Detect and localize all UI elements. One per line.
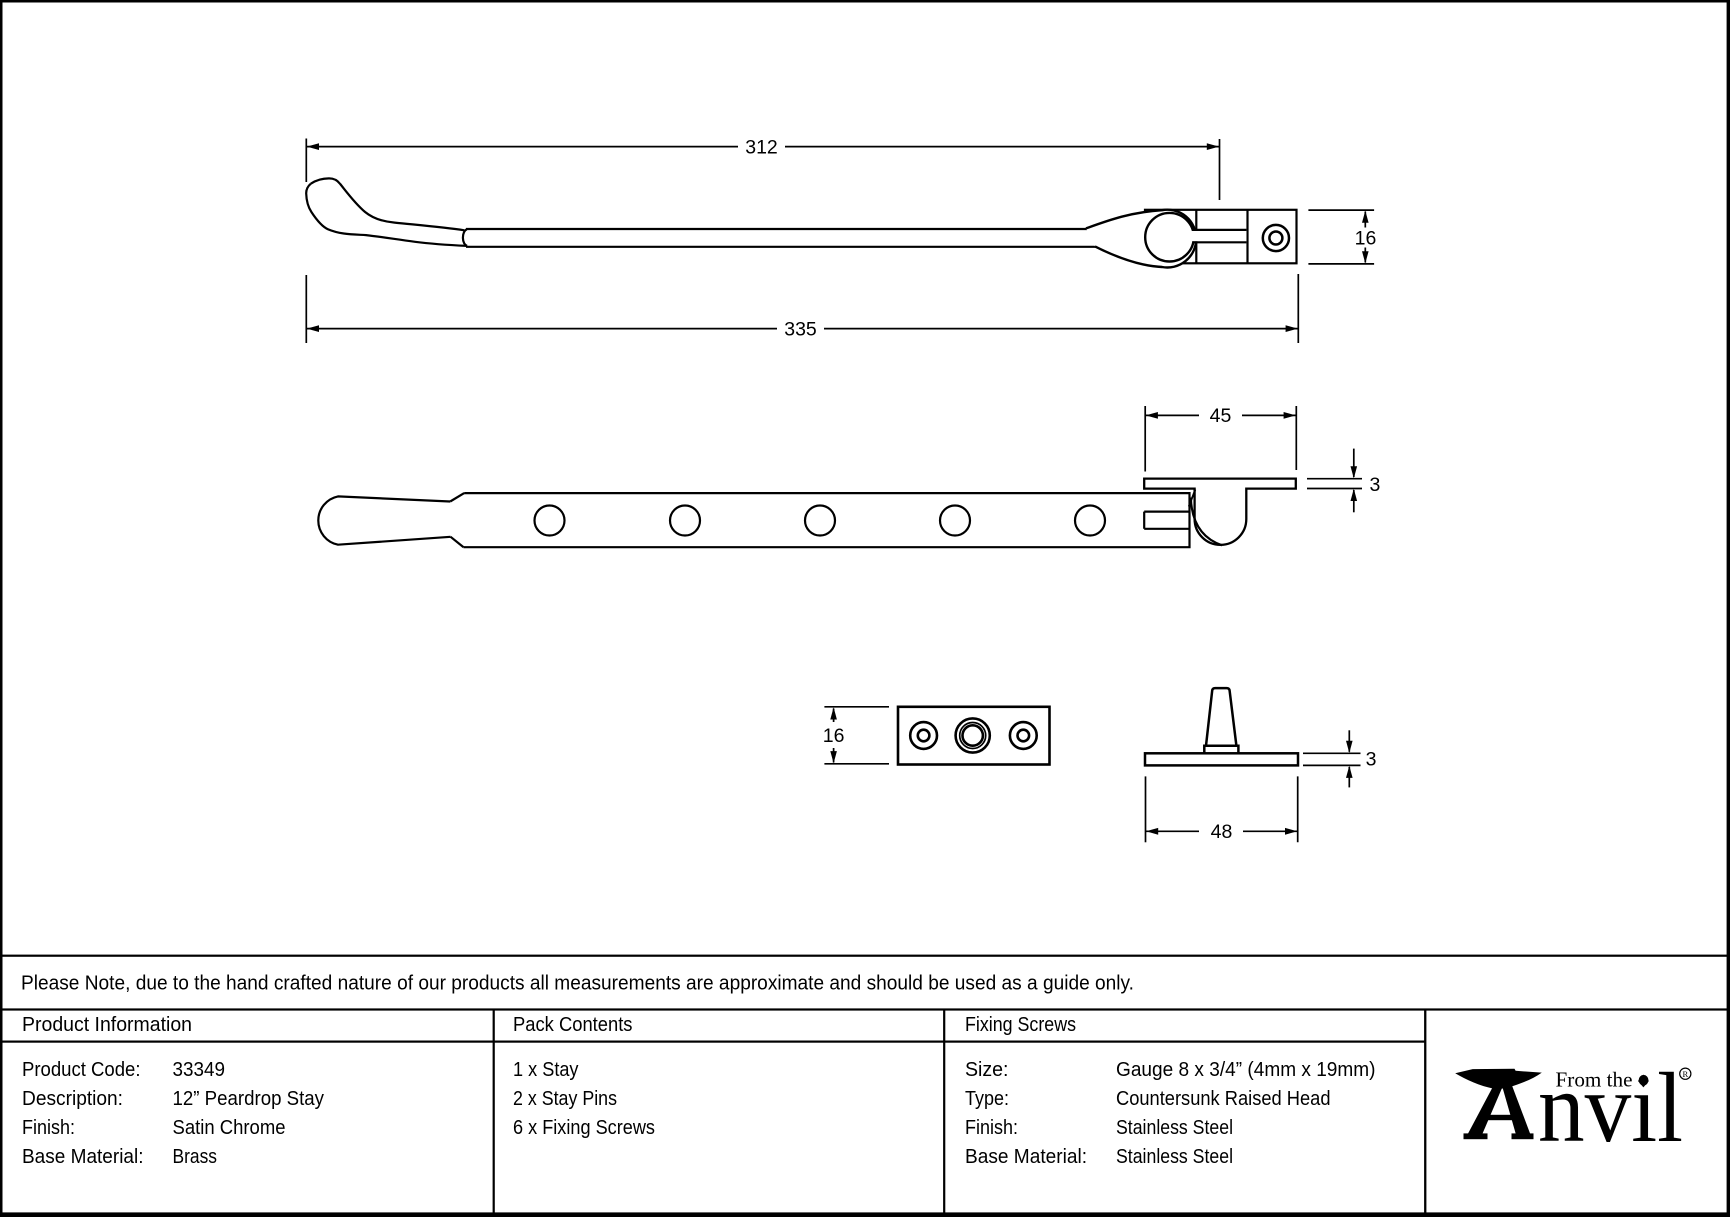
svg-text:16: 16 [823, 725, 845, 747]
svg-text:Fixing Screws: Fixing Screws [965, 1013, 1076, 1036]
svg-text:312: 312 [745, 136, 778, 158]
svg-text:Brass: Brass [173, 1145, 218, 1168]
svg-text:Base Material:: Base Material: [965, 1145, 1087, 1168]
svg-text:2 x Stay Pins: 2 x Stay Pins [513, 1087, 617, 1110]
svg-text:Finish:: Finish: [22, 1116, 75, 1139]
svg-text:Product Code:: Product Code: [22, 1058, 141, 1081]
svg-text:Size:: Size: [965, 1058, 1009, 1081]
svg-text:Gauge 8 x 3/4” (4mm x 19mm): Gauge 8 x 3/4” (4mm x 19mm) [1116, 1058, 1376, 1081]
svg-text:Type:: Type: [965, 1087, 1009, 1110]
svg-text:12” Peardrop Stay: 12” Peardrop Stay [173, 1087, 325, 1110]
svg-text:335: 335 [784, 318, 817, 340]
svg-text:3: 3 [1369, 474, 1380, 496]
svg-text:Please Note, due to the hand c: Please Note, due to the hand crafted nat… [21, 972, 1134, 995]
svg-text:Stainless Steel: Stainless Steel [1116, 1116, 1233, 1139]
svg-text:16: 16 [1355, 227, 1377, 249]
svg-text:45: 45 [1210, 405, 1232, 427]
svg-text:3: 3 [1366, 749, 1377, 771]
svg-text:6 x Fixing Screws: 6 x Fixing Screws [513, 1116, 655, 1139]
svg-text:1 x Stay: 1 x Stay [513, 1058, 579, 1081]
svg-text:Satin Chrome: Satin Chrome [173, 1116, 286, 1139]
svg-text:33349: 33349 [173, 1058, 226, 1081]
svg-text:Description:: Description: [22, 1087, 123, 1110]
svg-text:Pack Contents: Pack Contents [513, 1013, 633, 1036]
svg-text:nvil: nvil [1538, 1052, 1683, 1163]
svg-text:Product Information: Product Information [22, 1013, 192, 1036]
svg-text:Stainless Steel: Stainless Steel [1116, 1145, 1233, 1168]
svg-text:From the: From the [1556, 1068, 1633, 1092]
svg-text:Base Material:: Base Material: [22, 1145, 144, 1168]
svg-text:48: 48 [1211, 821, 1233, 843]
svg-text:Finish:: Finish: [965, 1116, 1018, 1139]
svg-text:R: R [1682, 1069, 1688, 1079]
svg-text:Countersunk Raised Head: Countersunk Raised Head [1116, 1087, 1331, 1110]
